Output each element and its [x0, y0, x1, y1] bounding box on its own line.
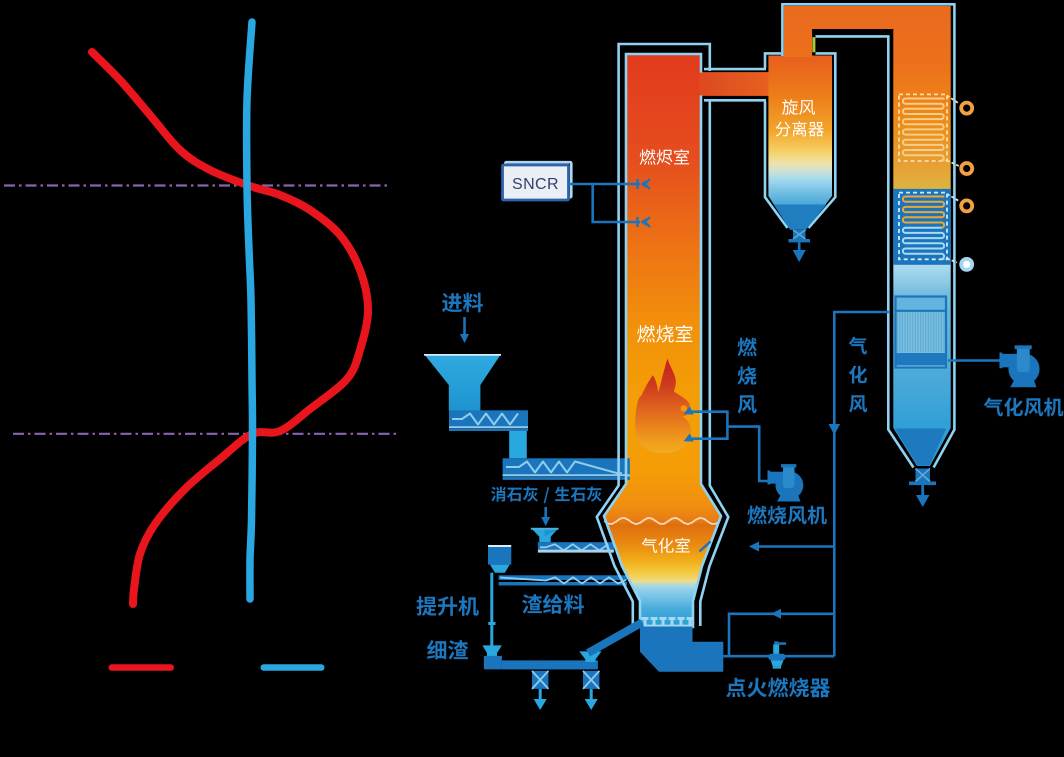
svg-text:SNCR: SNCR	[512, 176, 559, 193]
